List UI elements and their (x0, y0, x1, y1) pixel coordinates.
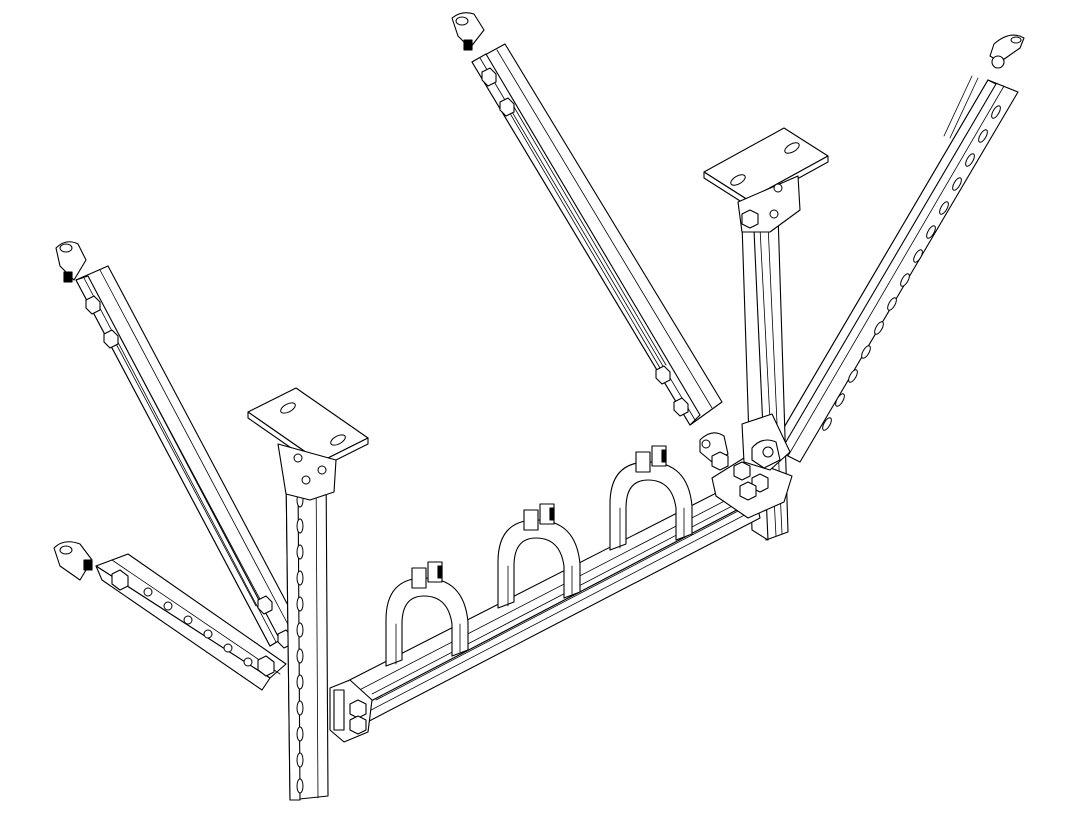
diagonal-brace-rear-center (451, 12, 723, 426)
hex-bolt (349, 699, 367, 735)
hex-bolt (481, 67, 689, 417)
brace-slots (822, 105, 1001, 431)
hinge-bracket (55, 241, 87, 283)
vertical-strut-left (285, 459, 329, 801)
pipe-clamp (385, 561, 469, 667)
hinge-bracket (989, 34, 1025, 69)
hinge-bracket (699, 413, 793, 519)
hex-bolt (711, 451, 769, 501)
ceiling-base-plate-left (247, 387, 369, 501)
brace-slots (143, 587, 253, 667)
hinge-bracket (451, 12, 485, 51)
hex-bolt (85, 295, 293, 649)
hinge-bracket (53, 541, 93, 581)
hex-bolt (111, 569, 275, 677)
ceiling-base-plate-right (703, 127, 829, 233)
hex-bolt (741, 209, 759, 229)
pipe-clamp (609, 445, 693, 551)
hinge-bracket (329, 679, 373, 743)
diagonal-brace-rear-left (55, 241, 301, 649)
pipe-clamp (497, 503, 581, 609)
horizontal-cross-beam (329, 485, 761, 731)
diagonal-brace-right (771, 34, 1025, 463)
diagonal-brace-front-left (53, 541, 287, 691)
